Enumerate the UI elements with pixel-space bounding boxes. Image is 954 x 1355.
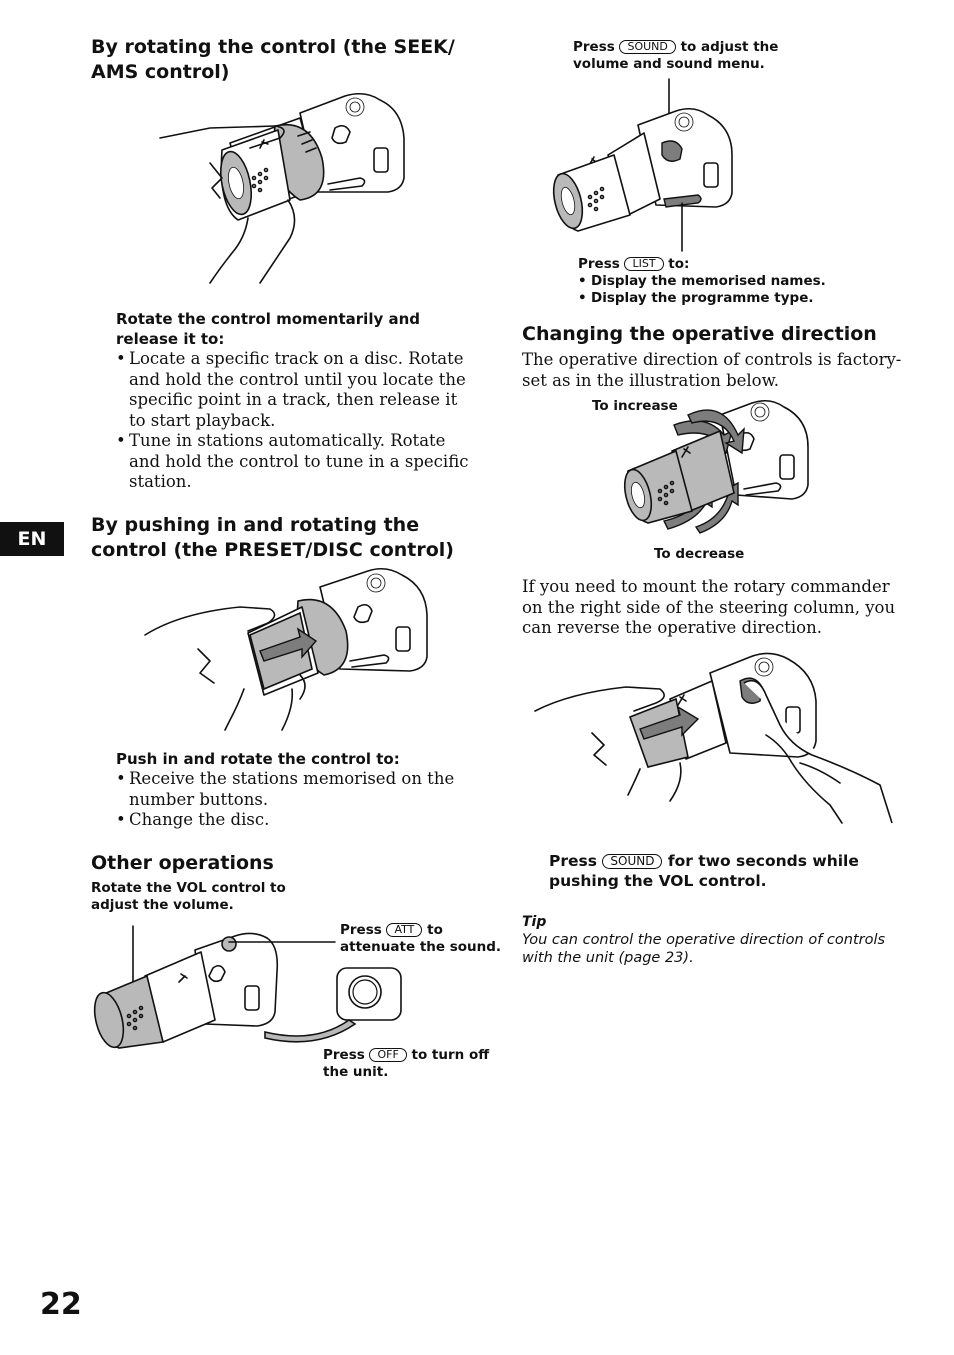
preset-disc-bullet: Change the disc. <box>116 810 476 831</box>
section-title-other-operations: Other operations <box>91 852 274 874</box>
to-increase-label: To increase <box>592 398 678 414</box>
section-title-operative-direction: Changing the operative direction <box>522 323 877 345</box>
vol-control-caption: Rotate the VOL control to adjust the vol… <box>91 880 286 913</box>
sound-list-illustration <box>552 78 733 252</box>
att-key: ATT <box>386 923 423 937</box>
seek-ams-bullets: Locate a specific track on a disc. Rotat… <box>116 349 476 493</box>
preset-disc-push-rotate-illustration <box>144 567 428 731</box>
att-instruction: Press ATT to attenuate the sound. <box>340 922 502 955</box>
sound-instruction: Press SOUND to adjust the volume and sou… <box>573 39 779 72</box>
sound-key: SOUND <box>619 40 676 54</box>
language-tab: EN <box>0 522 64 556</box>
seek-ams-bullet: Tune in stations automatically. Rotate a… <box>116 431 476 493</box>
seek-ams-rotate-illustration <box>159 92 405 284</box>
off-instruction: Press OFF to turn off the unit. <box>323 1047 490 1080</box>
operative-direction-illustration <box>623 399 809 534</box>
preset-disc-caption-lead: Push in and rotate the control to: <box>116 750 400 768</box>
list-key: LIST <box>624 257 664 271</box>
off-key: OFF <box>369 1048 407 1062</box>
preset-disc-bullet: Receive the stations memorised on the nu… <box>116 769 476 810</box>
section-title-seek-ams: By rotating the control (the SEEK/ AMS c… <box>91 36 455 83</box>
operative-direction-body: The operative direction of controls is f… <box>522 350 902 390</box>
section-title-preset-disc: By pushing in and rotating the control (… <box>91 514 454 561</box>
list-bullet: Display the programme type. <box>578 290 838 307</box>
page-number: 22 <box>40 1287 82 1322</box>
other-operations-illustration <box>93 925 402 1049</box>
list-bullet: Display the memorised names. <box>578 273 838 290</box>
list-bullets: Display the memorised names. Display the… <box>578 273 838 307</box>
preset-disc-bullets: Receive the stations memorised on the nu… <box>116 769 476 831</box>
seek-ams-caption-lead: Rotate the control momentarily and relea… <box>116 310 420 348</box>
sound-key-reverse: SOUND <box>602 854 663 869</box>
list-instruction: Press LIST to: Display the memorised nam… <box>578 256 838 307</box>
tip-heading: Tip <box>522 914 547 930</box>
seek-ams-bullet: Locate a specific track on a disc. Rotat… <box>116 349 476 431</box>
reverse-instruction: Press SOUND for two seconds while pushin… <box>549 852 859 890</box>
to-decrease-label: To decrease <box>654 546 745 562</box>
tip-text: You can control the operative direction … <box>522 932 886 966</box>
reverse-direction-illustration <box>534 652 893 824</box>
reverse-direction-body: If you need to mount the rotary commande… <box>522 577 896 637</box>
